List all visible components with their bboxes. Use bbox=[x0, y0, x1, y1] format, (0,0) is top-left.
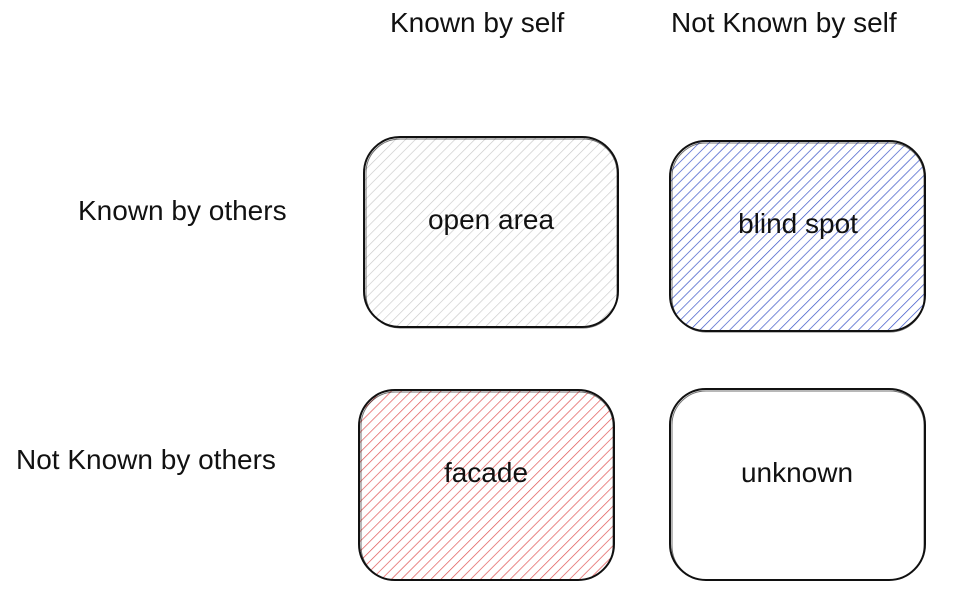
row-header-known-by-others: Known by others bbox=[78, 195, 287, 226]
column-header-not-known-by-self: Not Known by self bbox=[671, 7, 897, 38]
quadrant-unknown: unknown bbox=[669, 388, 926, 581]
quadrant-open-area: open area bbox=[363, 136, 619, 329]
quadrant-label-facade: facade bbox=[444, 457, 528, 488]
quadrant-blind-spot: blind spot bbox=[669, 140, 926, 333]
row-header-not-known-by-others: Not Known by others bbox=[16, 444, 276, 475]
column-header-known-by-self: Known by self bbox=[390, 7, 565, 38]
quadrant-label-open-area: open area bbox=[428, 204, 555, 235]
quadrant-label-unknown: unknown bbox=[741, 457, 853, 488]
quadrant-facade: facade bbox=[358, 389, 615, 581]
quadrant-label-blind-spot: blind spot bbox=[738, 208, 858, 239]
